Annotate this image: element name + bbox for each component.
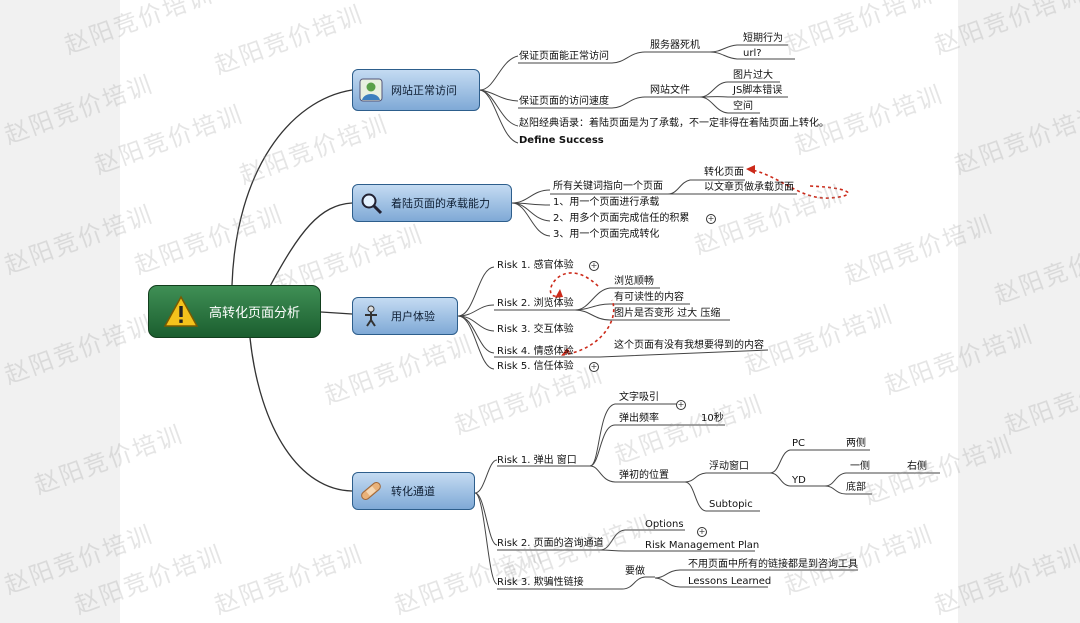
topic-user-experience[interactable]: 用户体验	[352, 297, 458, 335]
topic-landing-capacity[interactable]: 着陆页面的承载能力	[352, 184, 512, 222]
subtopic: 有可读性的内容	[614, 292, 684, 303]
subtopic: 图片过大	[733, 70, 773, 81]
central-topic-label: 高转化页面分析	[209, 306, 301, 321]
expand-icon[interactable]: +	[697, 527, 707, 537]
subtopic: 空间	[733, 101, 753, 112]
expand-icon[interactable]: +	[589, 261, 599, 271]
bandage-icon	[361, 482, 381, 500]
subtopic: 一侧	[850, 461, 870, 472]
expand-icon[interactable]: +	[589, 362, 599, 372]
subtopic: Subtopic	[709, 499, 753, 510]
subtopic: 转化页面	[704, 167, 744, 178]
subtopic: Define Success	[519, 135, 604, 146]
subtopic: 2、用多个页面完成信任的积累	[553, 213, 690, 224]
subtopic: Options	[645, 519, 684, 530]
risk-item: Risk 3. 交互体验	[497, 324, 574, 335]
figure-icon	[365, 305, 377, 327]
subtopic: 底部	[846, 482, 866, 493]
subtopic: 弹初的位置	[619, 470, 669, 481]
risk-item: Risk 5. 信任体验	[497, 361, 574, 372]
subtopic: 保证页面能正常访问	[519, 51, 609, 62]
expand-icon[interactable]: +	[706, 214, 716, 224]
risk-item: Risk 4. 情感体验	[497, 346, 574, 357]
subtopic: 弹出频率	[619, 413, 659, 424]
subtopic: YD	[792, 475, 806, 486]
risk-item: Risk 1. 弹出 窗口	[497, 455, 577, 466]
risk-item: Risk 2. 页面的咨询通道	[497, 538, 604, 549]
risk-item: Risk 1. 感官体验	[497, 260, 574, 271]
subtopic: 服务器死机	[650, 40, 700, 51]
magnifier-icon	[361, 193, 383, 215]
subtopic: 不用页面中所有的链接都是到咨询工具	[688, 559, 858, 570]
subtopic: 右侧	[907, 461, 927, 472]
subtopic: PC	[792, 438, 806, 449]
topic-label: 网站正常访问	[391, 84, 457, 97]
subtopic: 浏览顺畅	[614, 276, 654, 287]
subtopic: 图片是否变形 过大 压缩	[614, 308, 721, 319]
topic-label: 转化通道	[391, 485, 435, 498]
subtopic: 10秒	[701, 413, 724, 424]
risk-item: Risk 2. 浏览体验	[497, 298, 574, 309]
subtopic: 要做	[625, 566, 645, 577]
subtopic: 以文章页做承载页面	[704, 182, 794, 193]
subtopic: Lessons Learned	[688, 576, 772, 587]
topic-website-access[interactable]: 网站正常访问	[352, 69, 480, 111]
subtopic: 赵阳经典语录：着陆页面是为了承载，不一定非得在着陆页面上转化。	[519, 118, 829, 129]
topic-conversion-channel[interactable]: 转化通道	[352, 472, 475, 510]
risk-item: Risk 3. 欺骗性链接	[497, 577, 584, 588]
warning-icon	[163, 294, 199, 327]
subtopic: 浮动窗口	[709, 461, 749, 472]
subtopic: 网站文件	[650, 85, 690, 96]
topic-label: 用户体验	[391, 310, 435, 323]
subtopic: 这个页面有没有我想要得到的内容	[614, 340, 764, 351]
subtopic: Risk Management Plan	[645, 540, 760, 551]
subtopic: 文字吸引	[619, 392, 659, 403]
topic-label: 着陆页面的承载能力	[391, 197, 490, 210]
subtopic: JS脚本错误	[733, 85, 783, 96]
user-icon	[359, 78, 383, 102]
subtopic: 3、用一个页面完成转化	[553, 229, 660, 240]
central-topic[interactable]: 高转化页面分析	[148, 285, 321, 338]
subtopic: url?	[743, 48, 762, 59]
subtopic: 两侧	[846, 438, 866, 449]
expand-icon[interactable]: +	[676, 400, 686, 410]
subtopic: 1、用一个页面进行承载	[553, 197, 660, 208]
subtopic: 保证页面的访问速度	[519, 96, 609, 107]
subtopic: 短期行为	[743, 33, 783, 44]
subtopic: 所有关键词指向一个页面	[553, 181, 663, 192]
